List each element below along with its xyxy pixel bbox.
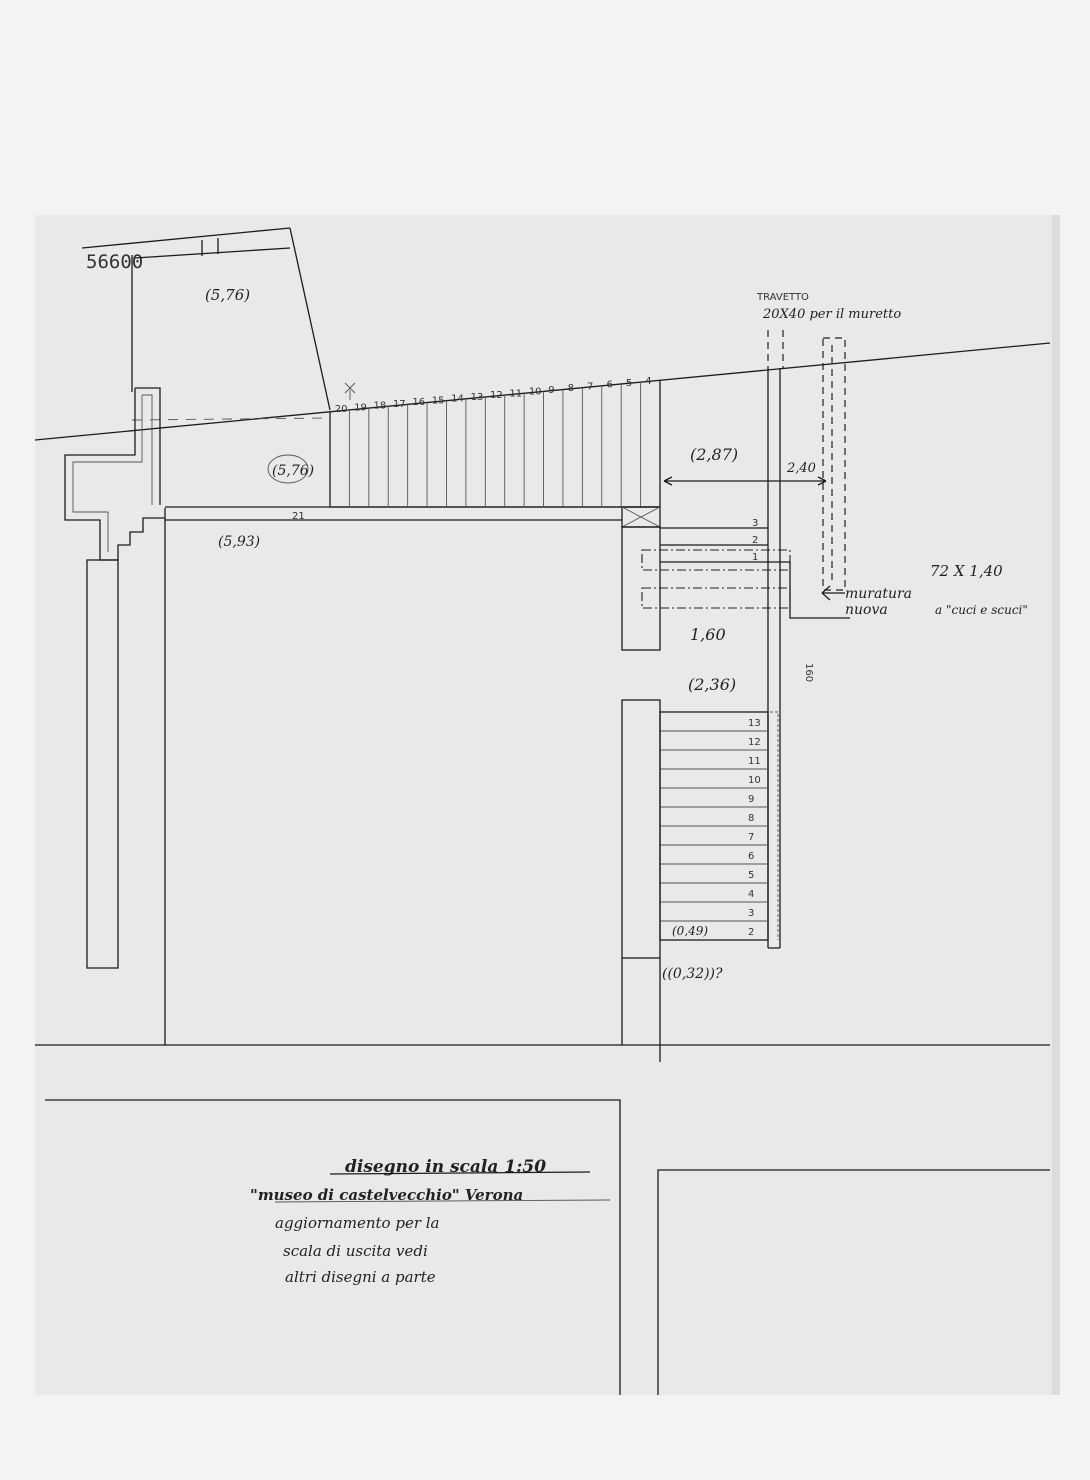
title-line-5: altri disegni a parte: [285, 1268, 436, 1286]
dimension-0-32: ((0,32))?: [662, 966, 723, 982]
side-dimension-160: 160: [803, 663, 814, 682]
title-line-3: aggiornamento per la: [275, 1214, 440, 1232]
dimension-2-87: (2,87): [690, 445, 738, 464]
right-wall: [767, 330, 846, 949]
step-number: 6: [606, 380, 612, 391]
lower-walls: [35, 958, 1050, 1395]
upper-stair-flight: 20 19 18 17 16 15 14 13 12 11 10 9 8 7 6 5 4: [165, 376, 661, 521]
step-number: 5: [626, 378, 632, 389]
step-number: 9: [548, 385, 554, 396]
wall-note-2: nuova: [845, 602, 888, 618]
dimension-1-60: 1,60: [690, 625, 726, 644]
dimension-2-40: 2,40: [786, 461, 816, 476]
step-number: 13: [471, 392, 484, 403]
step-number: 16: [412, 397, 425, 408]
step-number: 12: [748, 737, 761, 748]
step-number: 6: [748, 851, 754, 862]
wall-note-3: a "cuci e scuci": [935, 603, 1028, 617]
stamp-number: 56600: [86, 251, 143, 273]
paper-sheet: [35, 215, 1060, 1395]
step-number: 7: [587, 381, 593, 392]
area-label-stair: (5,76): [272, 463, 314, 479]
top-walls: [34, 227, 1051, 441]
title-line-2: "museo di castelvecchio" Verona: [250, 1186, 523, 1204]
lower-stair-flight: 13 12 11 10 9 8 7 6 5 4 3 2: [659, 711, 779, 941]
step-number: 13: [748, 718, 761, 729]
wall-note-1: muratura: [845, 586, 912, 602]
step-number: 8: [568, 383, 574, 394]
step-number: 19: [354, 402, 367, 413]
dimension-0-49: (0,49): [672, 924, 708, 938]
step-21: 21: [292, 511, 305, 522]
step-number: 2: [752, 535, 758, 546]
step-number: 7: [748, 832, 754, 843]
area-label-top-left: (5,76): [205, 286, 250, 304]
step-number: 11: [509, 388, 522, 399]
step-number: 10: [529, 387, 542, 398]
step-number: 10: [748, 775, 761, 786]
left-wall-outline: [64, 387, 166, 1045]
step-number: 11: [748, 756, 761, 767]
title-line-1: disegno in scala 1:50: [345, 1157, 546, 1177]
title-note: disegno in scala 1:50 "museo di castelve…: [250, 1157, 611, 1286]
step-number: 8: [748, 813, 754, 824]
opening-dimension: 72 X 1,40: [930, 562, 1003, 580]
dimension-2-36: (2,36): [688, 675, 736, 694]
step-number: 18: [374, 401, 387, 412]
step-number: 14: [451, 394, 464, 405]
step-number: 3: [748, 908, 754, 919]
step-number: 2: [748, 927, 754, 938]
title-line-4: scala di uscita vedi: [283, 1242, 428, 1260]
step-number: 5: [748, 870, 754, 881]
step-number: 9: [748, 794, 754, 805]
beam-note: 20X40 per il muretto: [762, 307, 901, 322]
step-number: 3: [752, 518, 758, 529]
step-number: 4: [748, 889, 754, 900]
step-number: 15: [432, 395, 445, 406]
step-number: 12: [490, 390, 503, 401]
step-number: 20: [335, 404, 348, 415]
beam-label: TRAVETTO: [756, 292, 809, 303]
landing-dimension: (5,93): [218, 534, 260, 550]
step-number: 1: [752, 552, 758, 563]
landing-steps: 3 2 1: [660, 518, 768, 563]
step-number: 17: [393, 399, 406, 410]
step-number: 4: [645, 376, 651, 387]
